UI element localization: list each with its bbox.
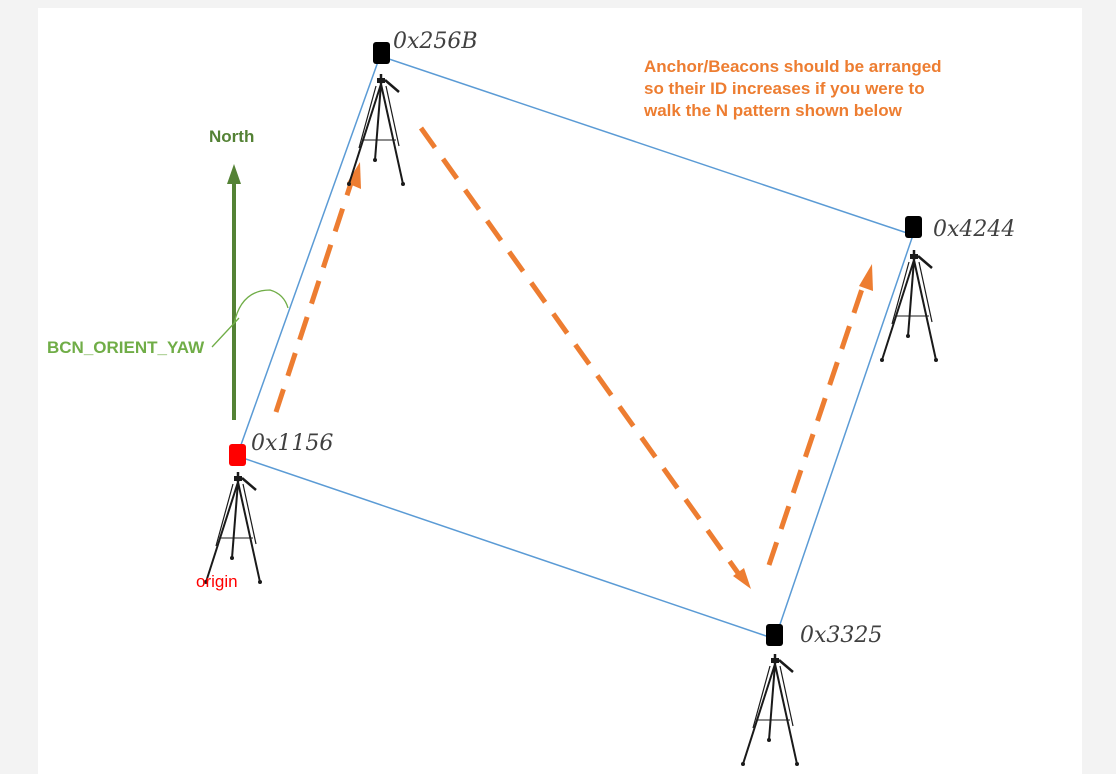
beacon-id-label: 0x3325 [800,623,882,648]
yaw-label: BCN_ORIENT_YAW [47,338,205,357]
beacon-id-label: 0x4244 [933,217,1015,242]
tripod-icon [739,652,801,768]
instruction-note-line: walk the N pattern shown below [643,101,903,120]
diagram-canvas: 0x1156 0x256B 0x3325 0x4244 North BCN_OR… [38,8,1082,774]
north-label: North [209,127,254,146]
beacon-icon [766,624,783,646]
beacon-icon [905,216,922,238]
yaw-leader-line [211,317,240,348]
walk-arrow-icon [418,126,751,589]
walk-arrow-icon [766,264,873,566]
beacon-id-label: 0x256B [393,29,478,54]
beacon-icon [229,444,246,466]
beacon-icon [373,42,390,64]
anchor-layout-diagram: 0x1156 0x256B 0x3325 0x4244 North BCN_OR… [47,29,1015,768]
origin-label: origin [196,572,238,591]
north-arrow-icon [227,164,241,420]
instruction-note-line: Anchor/Beacons should be arranged [644,57,942,76]
instruction-note-line: so their ID increases if you were to [644,79,925,98]
tripod-icon [202,470,264,586]
yaw-arc-icon [233,289,289,325]
walk-arrow-icon [273,162,361,413]
beacon-id-label: 0x1156 [251,431,333,456]
